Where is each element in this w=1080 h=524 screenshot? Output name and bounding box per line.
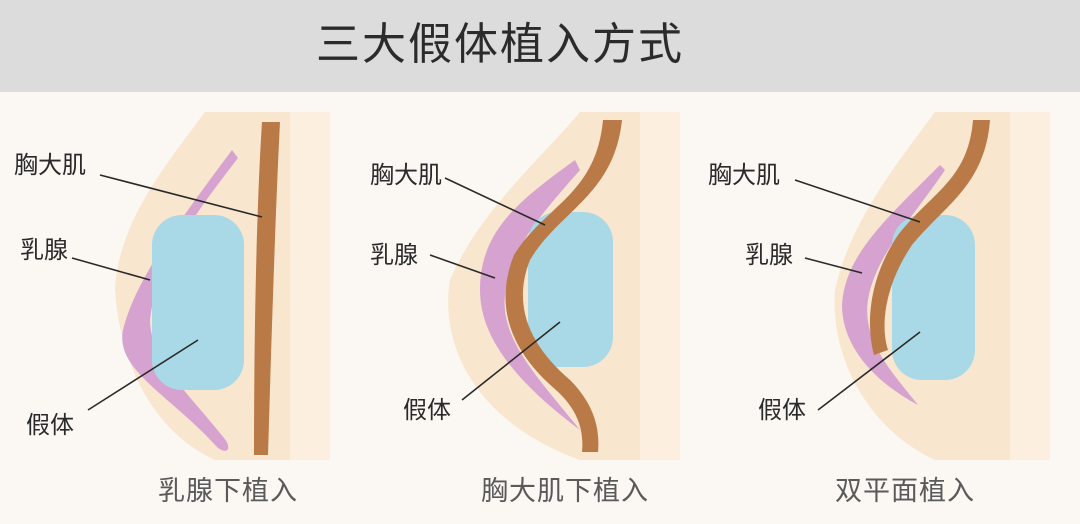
- leader-gland-2: [429, 254, 496, 279]
- implant-shape: [152, 215, 244, 390]
- labels: 胸大肌 乳腺 假体 胸大肌 乳腺 假体 胸大肌 乳腺 假体: [14, 151, 806, 439]
- label-muscle: 胸大肌: [14, 151, 86, 179]
- caption-submuscular: 胸大肌下植入: [481, 476, 649, 507]
- panel-subglandular: [115, 112, 330, 460]
- gland-layer: [122, 150, 238, 451]
- pectoral-muscle: [505, 120, 622, 452]
- label-gland: 乳腺: [370, 241, 418, 269]
- label-implant: 假体: [403, 396, 451, 424]
- pectoral-muscle: [254, 122, 280, 455]
- leader-lines: [71, 174, 921, 411]
- panel-submuscular: [448, 112, 680, 460]
- leader-gland-1: [71, 257, 151, 281]
- caption-dual-plane: 双平面植入: [835, 476, 975, 507]
- leader-implant-2: [461, 321, 561, 401]
- label-gland: 乳腺: [745, 241, 793, 269]
- label-muscle: 胸大肌: [370, 161, 442, 189]
- gland-layer: [480, 160, 580, 430]
- title-bar: 三大假体植入方式: [0, 0, 1080, 92]
- label-implant: 假体: [26, 411, 74, 439]
- pectoral-muscle: [869, 120, 990, 355]
- implant-shape: [892, 215, 975, 380]
- leader-muscle-2: [444, 177, 546, 226]
- label-implant: 假体: [758, 396, 806, 424]
- page-title: 三大假体植入方式: [316, 19, 684, 70]
- label-muscle: 胸大肌: [708, 161, 780, 189]
- chest-wall: [290, 112, 330, 460]
- leader-muscle-1: [99, 174, 263, 218]
- leader-muscle-3: [794, 179, 921, 223]
- chest-wall: [1010, 112, 1050, 460]
- leader-implant-1: [87, 339, 199, 411]
- leader-gland-3: [804, 257, 863, 274]
- captions: 乳腺下植入 胸大肌下植入 双平面植入: [158, 476, 975, 507]
- leader-implant-3: [817, 331, 921, 411]
- chest-wall: [640, 112, 680, 460]
- label-gland: 乳腺: [20, 236, 68, 264]
- gland-layer: [842, 165, 945, 405]
- panel-dual-plane: [834, 112, 1050, 460]
- caption-subglandular: 乳腺下植入: [158, 476, 298, 507]
- implant-shape: [528, 212, 613, 367]
